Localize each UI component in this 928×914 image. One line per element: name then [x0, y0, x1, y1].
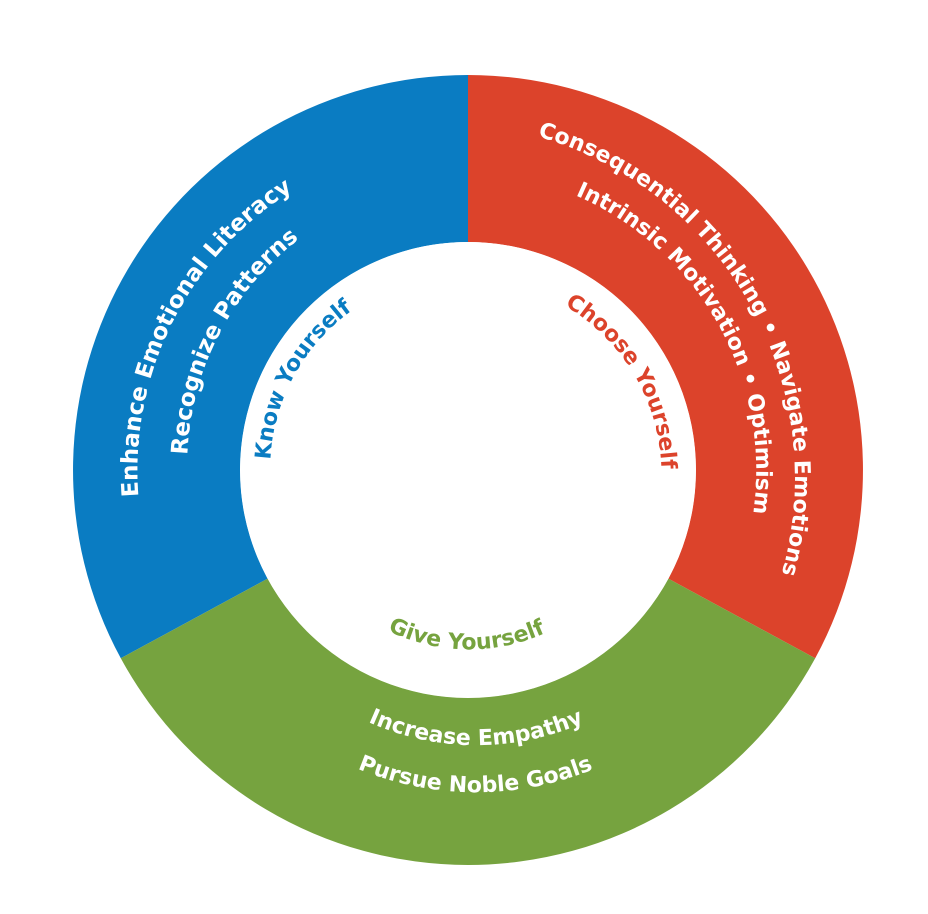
give-yourself-segment — [120, 578, 816, 865]
choose-yourself-segment — [468, 75, 863, 659]
center-circle — [240, 242, 696, 698]
know-yourself-segment — [73, 75, 469, 659]
